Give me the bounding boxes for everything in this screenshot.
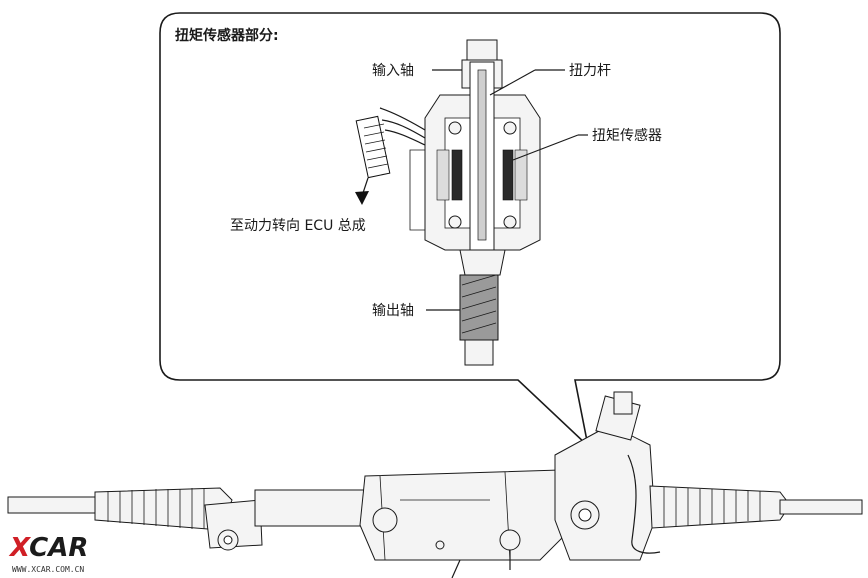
label-input-shaft: 输入轴: [372, 63, 414, 79]
xcar-watermark: XCAR WWW.XCAR.COM.CN: [8, 533, 88, 574]
label-torque-sensor: 扭矩传感器: [592, 127, 662, 144]
label-torsion-bar: 扭力杆: [569, 63, 611, 79]
steering-rack-assembly: [7, 391, 863, 578]
callout-title: 扭矩传感器部分:: [175, 27, 279, 44]
label-output-shaft: 输出轴: [372, 303, 414, 319]
label-to-ecu: 至动力转向 ECU 总成: [230, 218, 366, 234]
svg-text:XCAR: XCAR: [8, 533, 88, 563]
torque-sensor-cross-section: [355, 39, 541, 366]
logo-x: X: [8, 533, 32, 563]
logo-car: CAR: [29, 533, 88, 563]
logo-url: WWW.XCAR.COM.CN: [12, 565, 84, 574]
leader-lines: [426, 69, 588, 311]
